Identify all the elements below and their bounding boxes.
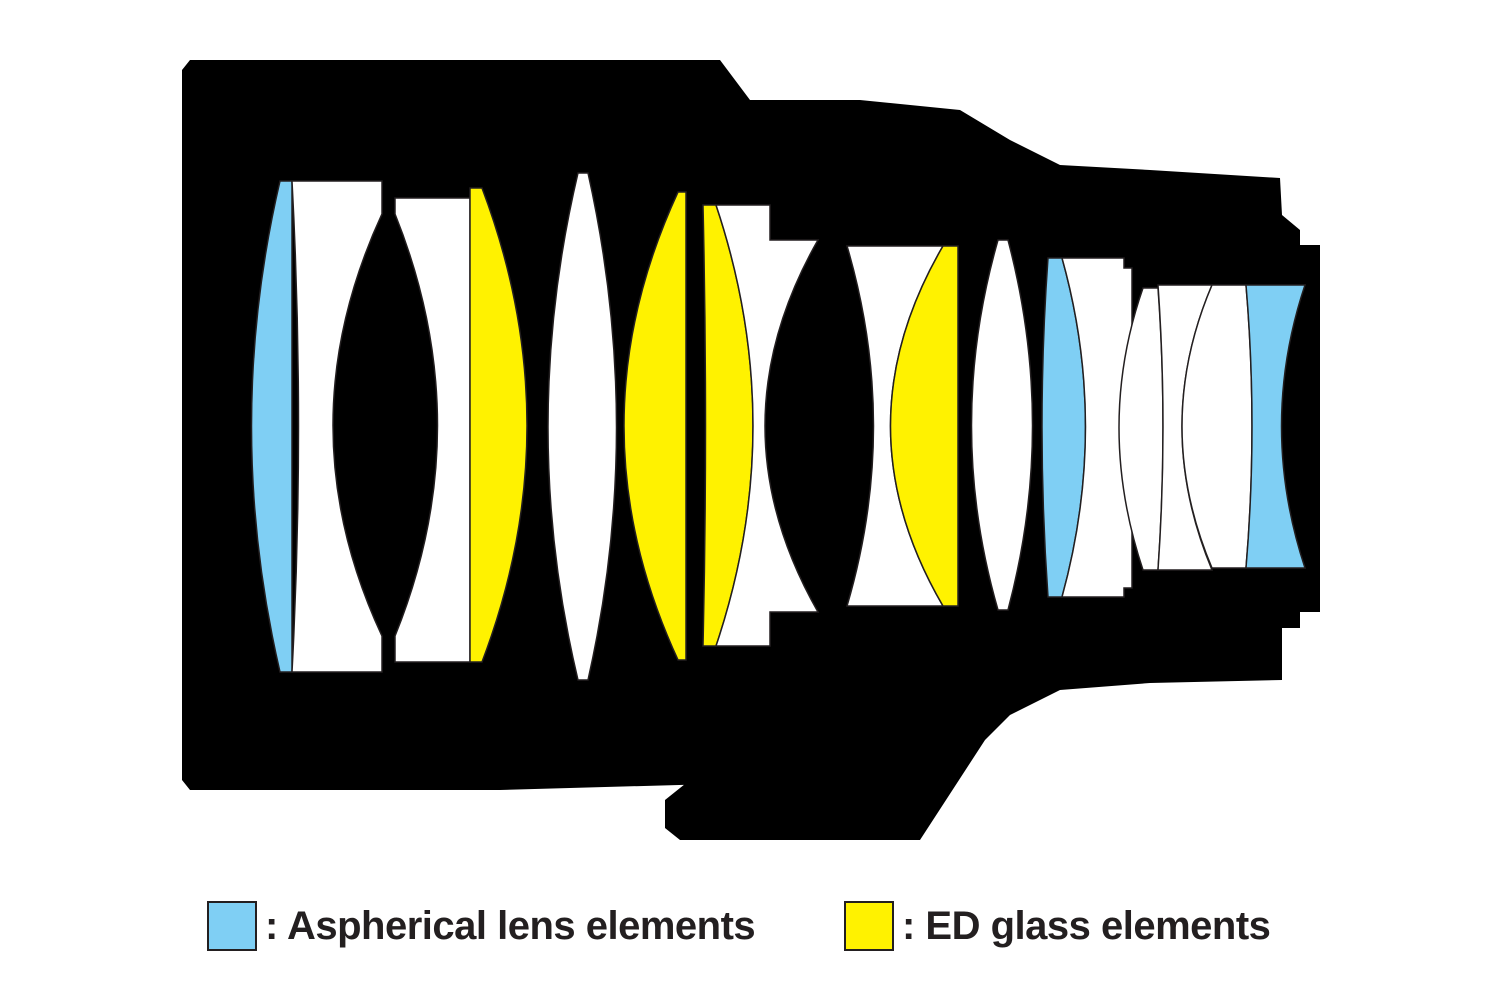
ed-glass-legend-label: : ED glass elements [902, 903, 1271, 948]
lens-element-8 [714, 204, 820, 647]
lens-element-5 [547, 172, 618, 681]
lens-element-6 [623, 191, 687, 661]
lens-element-3 [394, 197, 471, 663]
ed-glass-swatch [844, 901, 894, 951]
lens-element-11 [970, 239, 1034, 611]
lens-element-13 [1061, 257, 1133, 598]
legend-item-ed-glass: : ED glass elements [844, 898, 1271, 954]
lens-element-4 [469, 187, 528, 663]
lens-element-1 [250, 180, 293, 673]
lens-element-17 [1245, 284, 1307, 569]
aspherical-swatch [207, 901, 257, 951]
lens-element-10 [889, 245, 959, 607]
legend-item-aspherical: : Aspherical lens elements [207, 898, 756, 954]
lens-element-2 [291, 180, 383, 673]
aspherical-legend-label: : Aspherical lens elements [265, 903, 756, 948]
